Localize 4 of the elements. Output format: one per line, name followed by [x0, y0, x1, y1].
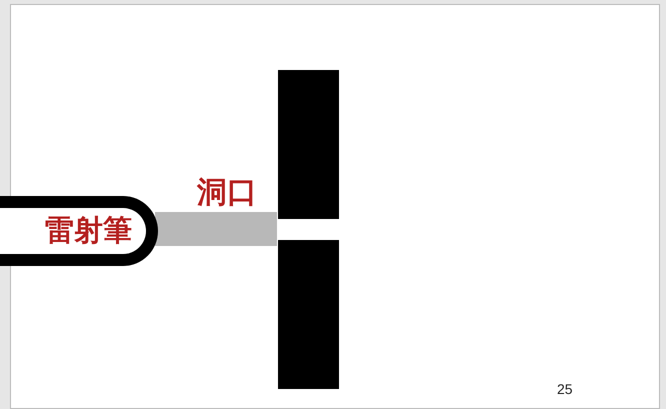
page-number: 25 [557, 381, 573, 397]
laser-pointer-shape [0, 196, 158, 266]
node-label: 雷射筆 [45, 212, 132, 249]
hole-label: 洞口 [197, 174, 257, 212]
